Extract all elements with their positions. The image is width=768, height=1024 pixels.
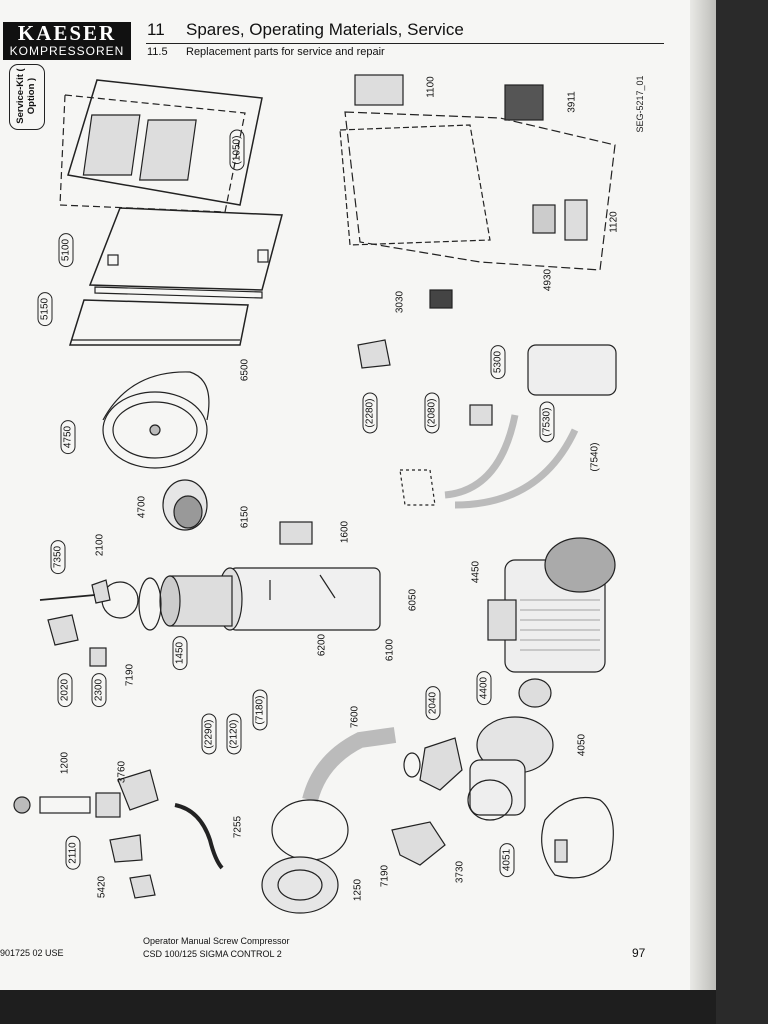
solenoid-part	[129, 874, 156, 899]
regulator-valve-part	[391, 821, 446, 866]
pipe-lower-part	[454, 428, 579, 509]
callout-7180: (7180)	[252, 689, 268, 731]
callout-2300: 2300	[91, 672, 107, 708]
enclosure-part	[339, 74, 616, 309]
page-number: 97	[632, 946, 646, 960]
pressure-switch-part	[279, 521, 313, 545]
callout-2290: (2290)	[201, 713, 217, 755]
oil-filter-part	[13, 792, 121, 818]
control-housing-part	[527, 344, 617, 396]
pipe-upper-part	[444, 414, 519, 499]
callout-4051: 4051	[499, 842, 515, 878]
callout-7530: (7530)	[539, 401, 555, 443]
callout-4700: 4700	[136, 495, 148, 519]
callout-3760: 3760	[116, 760, 128, 784]
callout-4450: 4450	[470, 560, 482, 584]
chapter-number: 11	[147, 20, 165, 39]
header-rule	[146, 43, 664, 44]
separator-tank-part	[217, 567, 381, 631]
sensor-part	[91, 579, 111, 604]
bracket-part	[357, 339, 391, 369]
air-filter-part	[261, 799, 349, 914]
callout-2040: 2040	[425, 685, 441, 721]
filter-cartridge-part	[101, 575, 233, 631]
callout-6150: 6150	[239, 505, 251, 529]
exploded-parts-drawing	[13, 74, 617, 914]
callout-2120: (2120)	[226, 713, 242, 755]
combination-valve-part	[109, 834, 143, 863]
logo-bottom-text: KOMPRESSOREN	[9, 44, 125, 58]
callout-4930: 4930	[542, 268, 554, 292]
drive-motor-part	[487, 537, 616, 673]
callout-7190-right: 7190	[379, 864, 391, 888]
callout-3730: 3730	[454, 860, 466, 884]
cooler-panel-part	[88, 207, 283, 299]
airend-part	[467, 716, 554, 821]
fitting-part	[89, 647, 107, 667]
pressure-valve-part	[47, 614, 79, 646]
callout-1250: 1250	[352, 878, 364, 902]
document-number: 901725 02 USE	[0, 948, 64, 958]
callout-2080: (2080)	[424, 392, 440, 434]
callout-1600: 1600	[339, 520, 351, 544]
callout-1120: 1120	[608, 211, 620, 233]
pipe-connection-part	[399, 469, 436, 506]
section-title: Replacement parts for service and repair	[186, 46, 385, 58]
callout-7255: 7255	[232, 815, 244, 839]
callout-4750: 4750	[60, 419, 76, 455]
callout-7350: 7350	[50, 539, 66, 575]
manual-title: Operator Manual Screw Compressor	[143, 936, 290, 946]
fan-motor-part	[162, 479, 208, 531]
callout-6050: 6050	[407, 588, 419, 612]
callout-1100: 1100	[425, 76, 437, 98]
callout-6100: 6100	[384, 638, 396, 662]
inlet-valve-part	[403, 737, 463, 791]
callout-5150: 5150	[37, 291, 53, 327]
oil-line-part	[174, 803, 224, 870]
callout-3030: 3030	[394, 290, 406, 314]
callout-7600: 7600	[349, 705, 361, 729]
scan-shadow	[0, 990, 716, 1024]
filter-panel-part	[59, 79, 263, 213]
callout-1050: (1050)	[229, 129, 245, 171]
cooler-frame-part	[68, 299, 249, 346]
sensor-cable	[39, 594, 96, 601]
callout-2110: 2110	[65, 836, 81, 870]
callout-1450: 1450	[172, 635, 188, 671]
chapter-title: Spares, Operating Materials, Service	[186, 20, 464, 39]
logo-top-text: KAESER	[17, 21, 117, 45]
fan-wheel-part	[102, 371, 210, 469]
valve-block-part	[469, 404, 493, 426]
callout-5420: 5420	[96, 875, 108, 899]
section-number: 11.5	[147, 46, 168, 58]
thermostat-valve-part	[117, 769, 159, 811]
service-kit-badge	[9, 64, 45, 130]
page-stack-edge	[690, 0, 716, 1000]
intake-hose-part	[302, 727, 397, 803]
callout-7540: (7540)	[589, 442, 601, 472]
callout-2020: 2020	[57, 672, 73, 708]
seal-kit-part	[541, 796, 614, 879]
coupling-part	[518, 678, 552, 708]
callout-2100: 2100	[94, 533, 106, 557]
kaeser-logo: KAESER KOMPRESSOREN	[3, 22, 131, 60]
callout-2280: (2280)	[362, 392, 378, 434]
callout-1200: 1200	[59, 751, 71, 775]
model-line: CSD 100/125 SIGMA CONTROL 2	[143, 949, 282, 959]
callout-3911: 3911	[566, 91, 578, 113]
callout-6500: 6500	[239, 358, 251, 382]
callout-5300: 5300	[490, 344, 506, 380]
callout-7190-left: 7190	[124, 663, 136, 687]
callout-6200: 6200	[316, 633, 328, 657]
callout-5100: 5100	[58, 232, 74, 268]
callout-4050: 4050	[576, 733, 588, 757]
callout-4400: 4400	[476, 670, 492, 706]
